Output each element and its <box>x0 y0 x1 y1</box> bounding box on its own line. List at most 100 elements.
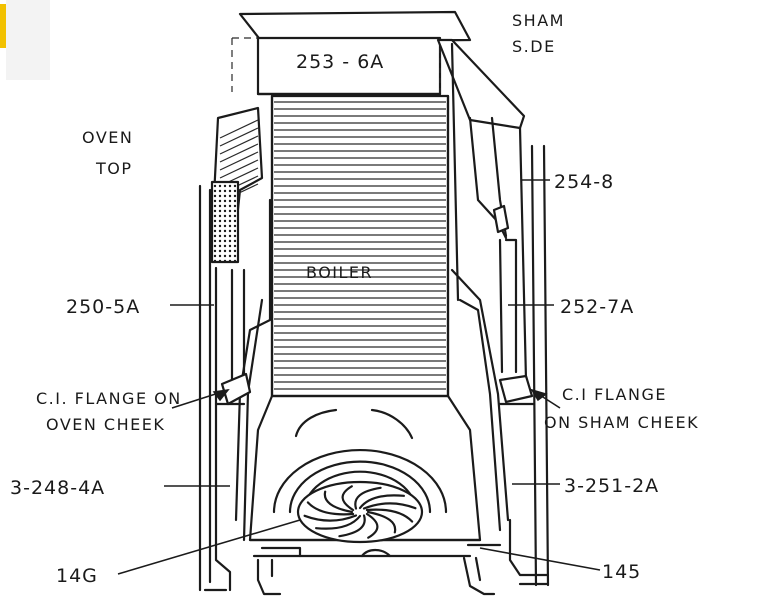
crosshatch-dot <box>218 214 222 218</box>
top-block-253-6a <box>231 10 472 96</box>
fan-blade <box>338 514 366 538</box>
crosshatch-dot <box>223 214 227 218</box>
crosshatch-dot <box>213 194 217 198</box>
fan-ring <box>288 460 432 514</box>
label-flange-oven-1: C.I. FLANGE ON <box>36 389 182 408</box>
crosshatch-dot <box>233 254 237 258</box>
fan-blade <box>323 490 354 514</box>
fan-blade <box>365 512 379 539</box>
crosshatch-dot <box>223 209 227 213</box>
crosshatch-dot <box>218 254 222 258</box>
label-boiler: BOILER <box>306 263 373 282</box>
crosshatch-dot <box>213 254 217 258</box>
boiler-ribs <box>274 101 446 390</box>
crosshatch-dot <box>223 259 227 263</box>
label-sham-side-2: S.DE <box>512 37 556 56</box>
label-flange-oven-2: OVEN CHEEK <box>46 415 165 434</box>
crosshatch-dot <box>228 234 232 238</box>
crosshatch-dot <box>218 199 222 203</box>
crosshatch-dot <box>218 259 222 263</box>
label-part-3-248-4a: 3-248-4A <box>10 477 105 499</box>
label-part-250-5a: 250-5A <box>66 296 140 318</box>
crosshatch-dot <box>213 199 217 203</box>
crosshatch-dot <box>233 189 237 193</box>
crosshatch-dot <box>233 219 237 223</box>
crosshatch-dot <box>233 194 237 198</box>
crosshatch-dot <box>233 224 237 228</box>
crosshatch-dot <box>223 204 227 208</box>
fan-ring <box>272 449 448 514</box>
crosshatch-dot <box>213 209 217 213</box>
oven-top-crosshatch <box>213 184 237 263</box>
crosshatch-dot <box>233 184 237 188</box>
fan-blade <box>362 502 417 510</box>
left-walls <box>198 184 272 592</box>
label-part-145: 145 <box>602 561 641 583</box>
crosshatch-dot <box>228 184 232 188</box>
crosshatch-dot <box>218 189 222 193</box>
fan-blade <box>315 514 362 530</box>
crosshatch-dot <box>223 189 227 193</box>
crosshatch-dot <box>233 259 237 263</box>
crosshatch-dot <box>213 219 217 223</box>
fan-blade <box>306 501 355 516</box>
crosshatch-dot <box>223 234 227 238</box>
crosshatch-dot <box>213 244 217 248</box>
crosshatch-dot <box>233 249 237 253</box>
fan-blade <box>366 510 397 534</box>
crosshatch-dot <box>218 239 222 243</box>
label-part-252-7a: 252-7A <box>560 296 634 318</box>
crosshatch-dot <box>223 219 227 223</box>
crosshatch-dot <box>218 244 222 248</box>
crosshatch-dot <box>223 254 227 258</box>
oven-top-section <box>210 106 264 264</box>
crosshatch-dot <box>213 184 217 188</box>
crosshatch-dot <box>233 244 237 248</box>
crosshatch-dot <box>223 194 227 198</box>
label-part-254-8: 254-8 <box>554 171 614 193</box>
crosshatch-dot <box>228 239 232 243</box>
paper-shadow <box>6 0 50 80</box>
oven-hatch-line <box>219 143 259 163</box>
boiler-body <box>270 94 450 398</box>
crosshatch-dot <box>223 244 227 248</box>
crosshatch-dot <box>213 249 217 253</box>
oven-hatch-line <box>219 151 259 171</box>
crosshatch-dot <box>218 234 222 238</box>
label-top-block: 253 - 6A <box>296 51 384 73</box>
firebox <box>248 394 502 558</box>
crosshatch-dot <box>218 249 222 253</box>
fan-grate-14g <box>272 449 448 544</box>
crosshatch-dot <box>233 209 237 213</box>
paper-smudge <box>0 4 6 48</box>
crosshatch-dot <box>218 229 222 233</box>
crosshatch-dot <box>213 204 217 208</box>
crosshatch-dot <box>218 204 222 208</box>
labels: SHAM S.DE 253 - 6A OVEN TOP 254-8 BOILER… <box>10 11 698 587</box>
crosshatch-dot <box>213 189 217 193</box>
crosshatch-dot <box>228 199 232 203</box>
feet <box>256 556 496 596</box>
label-flange-sham-1: C.I FLANGE <box>562 385 667 404</box>
crosshatch-dot <box>213 259 217 263</box>
label-oven-top-2: TOP <box>95 159 133 178</box>
crosshatch-dot <box>228 219 232 223</box>
fan-blade <box>365 508 414 523</box>
crosshatch-dot <box>218 194 222 198</box>
crosshatch-dot <box>223 239 227 243</box>
oven-hatch-line <box>219 119 259 139</box>
crosshatch-dot <box>223 199 227 203</box>
label-part-146: 14G <box>56 565 98 587</box>
crosshatch-dot <box>233 234 237 238</box>
crosshatch-dot <box>228 189 232 193</box>
crosshatch-dot <box>228 259 232 263</box>
crosshatch-dot <box>228 254 232 258</box>
fan-blade <box>341 485 355 512</box>
crosshatch-dot <box>213 214 217 218</box>
crosshatch-dot <box>218 184 222 188</box>
fan-blade <box>303 514 358 522</box>
crosshatch-dot <box>213 224 217 228</box>
crosshatch-dot <box>233 199 237 203</box>
crosshatch-dot <box>223 184 227 188</box>
crosshatch-dot <box>223 229 227 233</box>
